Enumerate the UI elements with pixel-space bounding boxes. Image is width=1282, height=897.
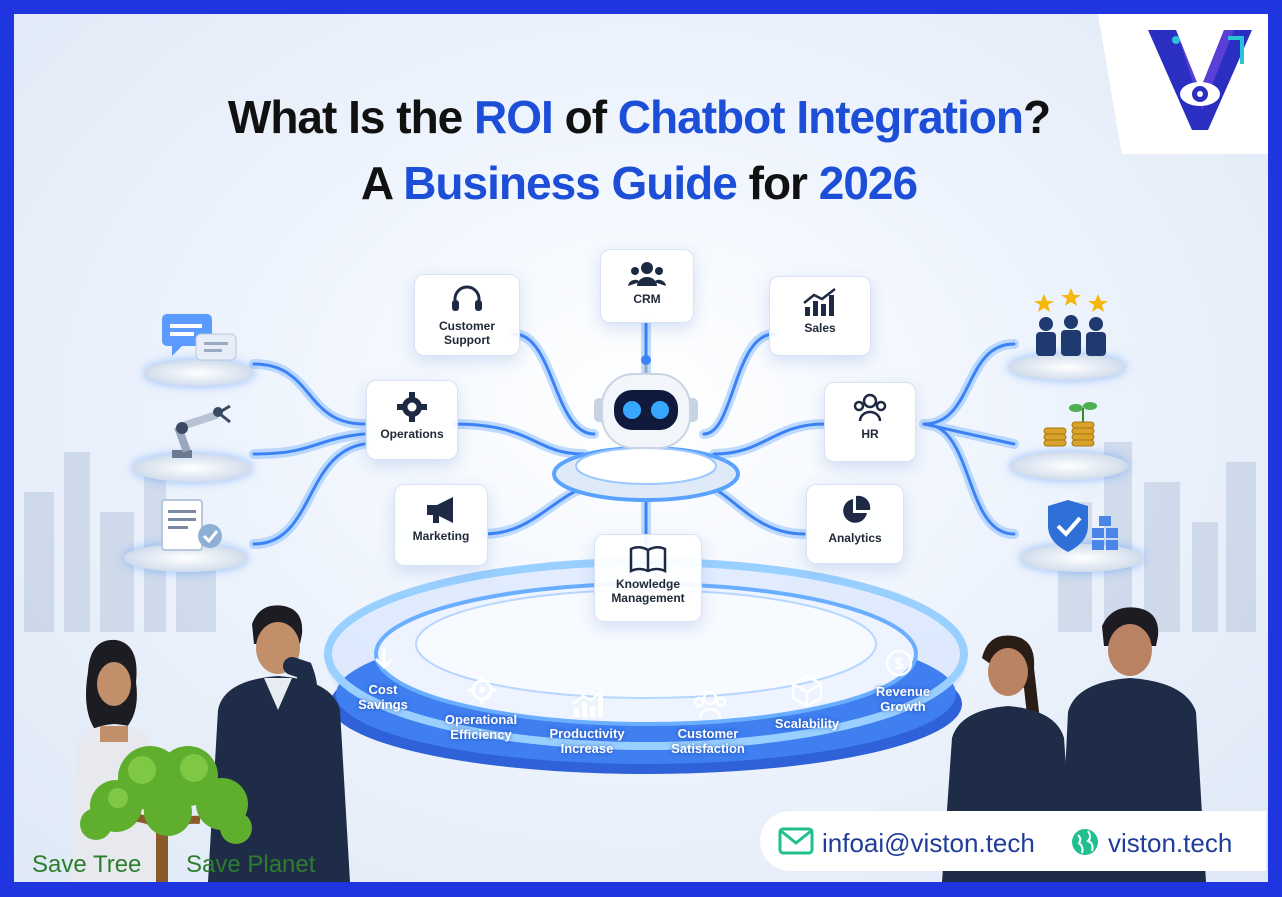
contact-email[interactable]: infoai@viston.tech — [822, 828, 1035, 858]
scalability-cube-icon — [791, 674, 823, 708]
pie-chart-icon — [843, 495, 871, 523]
card-knowledge-management: Knowledge Management — [594, 534, 702, 622]
pedestal-team — [1008, 354, 1126, 380]
robot-icon — [594, 355, 698, 449]
pedestal-chat — [144, 360, 254, 386]
robot-arm-icon — [172, 404, 231, 458]
benefit-cost-savings: Cost Savings — [358, 682, 408, 712]
book-icon — [629, 546, 667, 573]
benefit-revenue-growth: Revenue Growth — [875, 684, 931, 714]
document-check-icon — [161, 499, 222, 551]
card-crm: CRM — [600, 249, 694, 323]
svg-text:$: $ — [895, 656, 904, 673]
productivity-chart-icon — [572, 689, 605, 717]
contact-bar: infoai@viston.tech viston.tech — [760, 811, 1266, 871]
card-operations: Operations — [366, 380, 458, 460]
save-tree-text: Save Tree — [32, 851, 142, 878]
pedestal-coins — [1010, 452, 1128, 480]
logo-v-eye-icon — [1148, 30, 1252, 130]
save-planet-text: Save Planet — [186, 851, 316, 878]
coins-plant-icon — [1043, 402, 1097, 447]
pedestal-robot-arm — [132, 454, 252, 482]
headset-icon — [452, 285, 482, 311]
globe-icon — [1072, 829, 1098, 855]
chat-bubbles-icon — [162, 314, 237, 361]
bar-chart-icon — [803, 288, 836, 316]
team-icon — [853, 393, 887, 422]
card-sales: Sales — [769, 276, 871, 356]
pedestal-shield — [1020, 544, 1144, 572]
benefit-customer-satisfaction: Customer Satisfaction — [671, 726, 745, 756]
card-customer-support: Customer Support — [414, 274, 520, 356]
infographic-canvas: What Is the ROI of Chatbot Integration? … — [14, 14, 1268, 882]
shield-check-icon — [1048, 500, 1118, 552]
connection-lines — [249, 319, 1019, 774]
megaphone-icon — [427, 497, 453, 523]
benefit-scalability: Scalability — [774, 716, 840, 731]
benefit-operational-efficiency: Operational Efficiency — [444, 712, 518, 742]
customer-satisfaction-icon — [693, 690, 727, 719]
cost-savings-icon — [374, 648, 394, 670]
page-title-line-1: What Is the ROI of Chatbot Integration? — [227, 91, 1051, 143]
benefit-productivity-increase: Productivity Increase — [549, 726, 625, 756]
people-icon — [628, 262, 666, 286]
card-marketing: Marketing — [394, 484, 488, 566]
gear-icon — [397, 392, 427, 422]
envelope-icon — [778, 827, 814, 855]
card-hr: HR — [824, 382, 916, 462]
stars-team-icon — [1034, 288, 1108, 356]
contact-website[interactable]: viston.tech — [1108, 828, 1233, 858]
card-analytics: Analytics — [806, 484, 904, 564]
revenue-dollar-icon: $ — [885, 649, 913, 677]
operational-efficiency-gear-icon — [468, 676, 496, 704]
tree-icon — [80, 746, 252, 882]
page-title-line-2: A Business Guide for 2026 — [360, 157, 918, 209]
